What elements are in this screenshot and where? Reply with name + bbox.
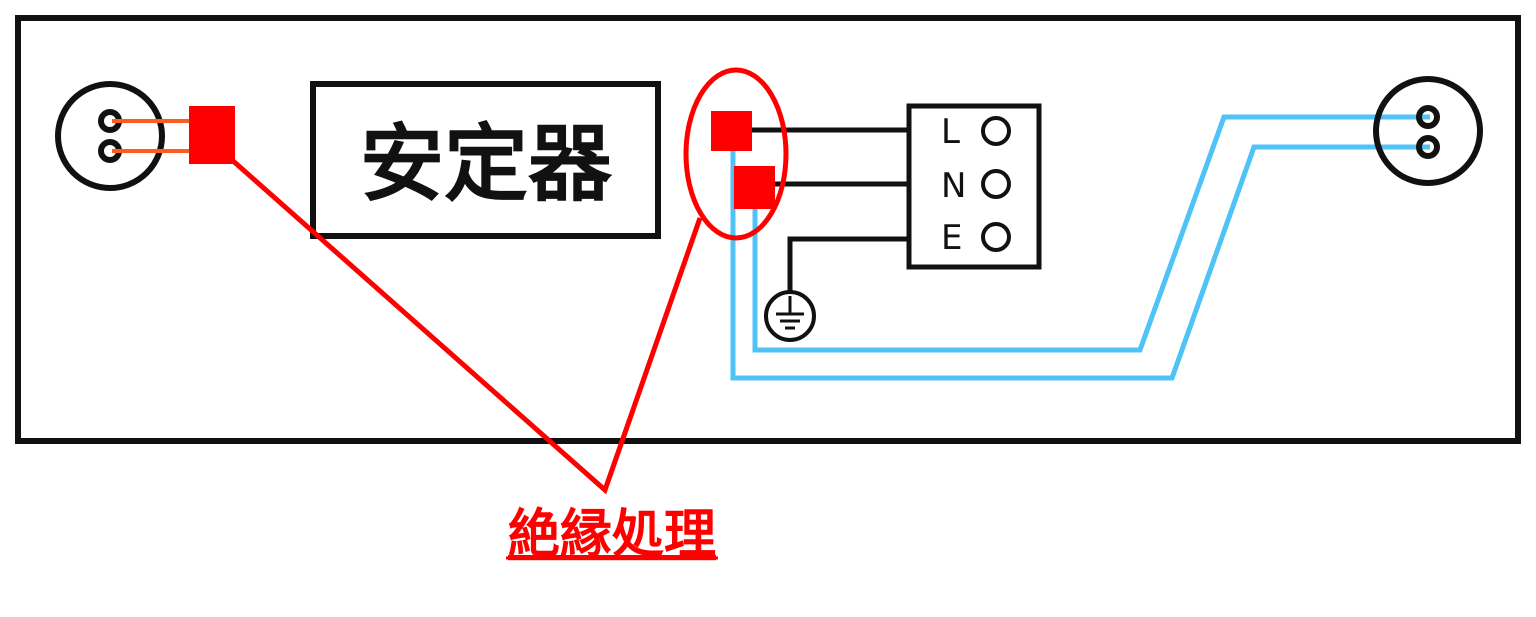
right-insulation-cap-2 [734, 166, 775, 209]
left-insulation-cap [189, 106, 235, 164]
right-insulation-cap-1 [711, 111, 752, 151]
terminal-screw-n [981, 169, 1011, 199]
terminal-screw-e [981, 222, 1011, 252]
terminal-screw-l [981, 116, 1011, 146]
terminal-letter-e: E [941, 218, 962, 258]
ballast-box: 安定器 [310, 81, 661, 239]
insulation-annotation-label: 絶縁処理 [508, 505, 716, 565]
terminal-letter-n: N [941, 166, 966, 206]
left-socket-wires [112, 119, 192, 153]
terminal-letter-l: L [941, 112, 960, 152]
new-blue-wires [730, 114, 1430, 381]
annotation-pointers [230, 158, 703, 495]
terminal-block: L N E [906, 103, 1042, 270]
right-lamp-socket-icon [1373, 76, 1483, 186]
ballast-label: 安定器 [360, 115, 613, 213]
terminal-feed-wires [752, 127, 910, 293]
highlight-ellipse [683, 67, 789, 241]
ground-symbol-icon [764, 290, 816, 342]
